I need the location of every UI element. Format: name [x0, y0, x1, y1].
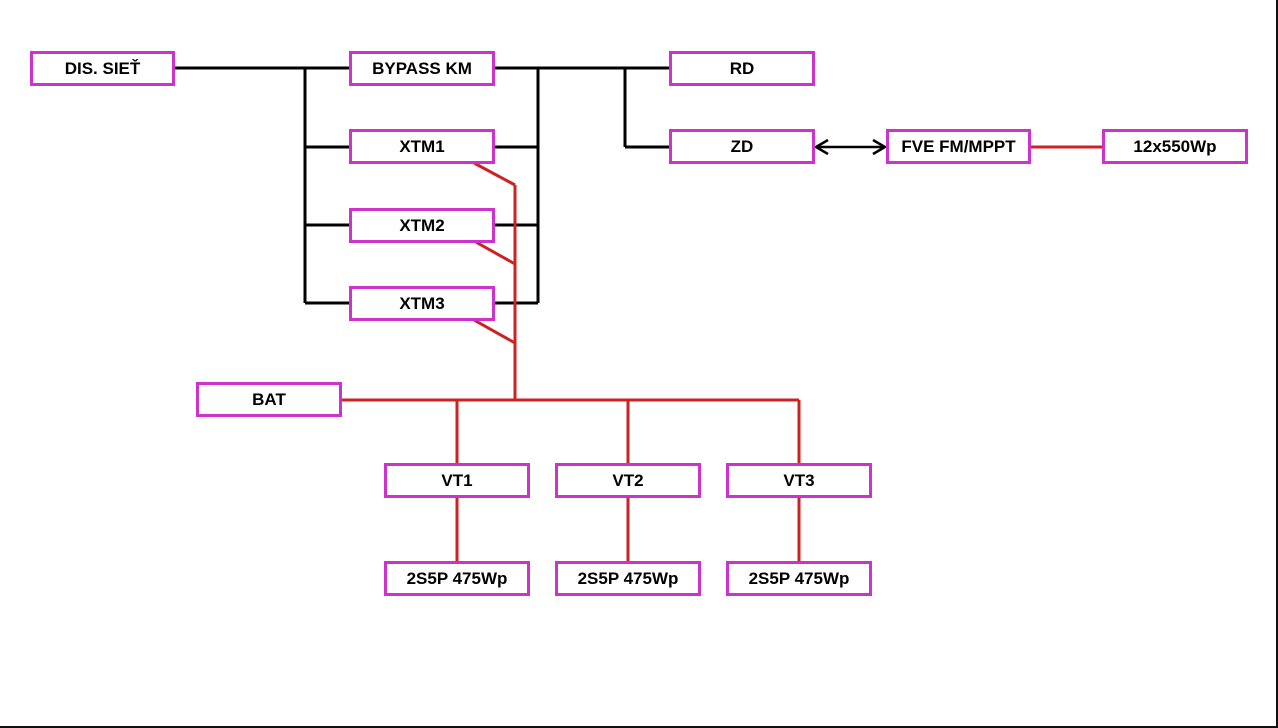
node-label: XTM3	[399, 293, 445, 313]
node-grid[interactable]: DIS. SIEŤ	[30, 51, 175, 86]
node-label: XTM1	[399, 136, 445, 156]
node-label: BAT	[252, 389, 286, 409]
node-vt2[interactable]: VT2	[555, 463, 701, 498]
node-label: BYPASS KM	[372, 58, 472, 78]
node-label: FVE FM/MPPT	[901, 136, 1016, 156]
node-fve-mppt[interactable]: FVE FM/MPPT	[886, 129, 1031, 164]
node-label: XTM2	[399, 215, 445, 235]
node-bypass-km[interactable]: BYPASS KM	[349, 51, 495, 86]
node-label: 12x550Wp	[1133, 136, 1217, 156]
node-rd[interactable]: RD	[669, 51, 815, 86]
node-label: RD	[729, 58, 755, 78]
node-pv-string-1[interactable]: 2S5P 475Wp	[384, 561, 530, 596]
line-xtm3-dc	[473, 318, 516, 345]
node-xtm1[interactable]: XTM1	[349, 129, 495, 164]
node-label: VT2	[612, 470, 644, 490]
node-zd[interactable]: ZD	[669, 129, 815, 164]
node-label: 2S5P 475Wp	[577, 568, 679, 588]
node-vt1[interactable]: VT1	[384, 463, 530, 498]
node-pv-string-3[interactable]: 2S5P 475Wp	[726, 561, 872, 596]
line-xtm1-dc	[473, 161, 516, 187]
node-pv-array[interactable]: 12x550Wp	[1102, 129, 1248, 164]
arrow-left-icon	[813, 138, 829, 156]
node-label: 2S5P 475Wp	[406, 568, 508, 588]
node-label: 2S5P 475Wp	[748, 568, 850, 588]
node-label: DIS. SIEŤ	[64, 58, 141, 78]
node-xtm2[interactable]: XTM2	[349, 208, 495, 243]
node-label: ZD	[730, 136, 754, 156]
arrow-right-icon	[872, 138, 888, 156]
node-vt3[interactable]: VT3	[726, 463, 872, 498]
node-pv-string-2[interactable]: 2S5P 475Wp	[555, 561, 701, 596]
node-label: VT3	[783, 470, 815, 490]
node-label: VT1	[441, 470, 473, 490]
line-xtm2-dc	[473, 239, 516, 266]
node-xtm3[interactable]: XTM3	[349, 286, 495, 321]
node-bat[interactable]: BAT	[196, 382, 342, 417]
